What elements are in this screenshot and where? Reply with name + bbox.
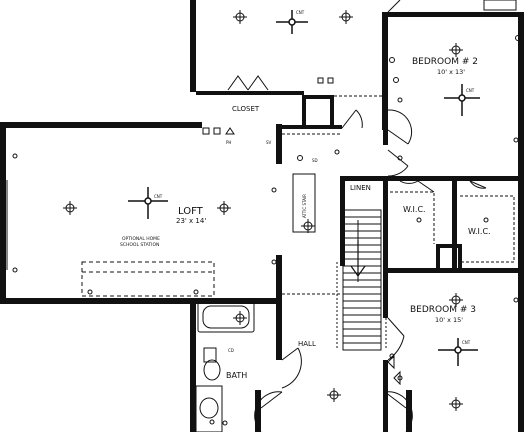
smoke-label: SD <box>312 158 318 163</box>
stair-treads <box>336 209 387 350</box>
bath-label: BATH <box>226 371 247 380</box>
doors <box>227 0 517 432</box>
fan-cnt-label-loft: CNT <box>154 194 163 199</box>
switch-sv-label: SV <box>266 140 272 145</box>
linen-label: LINEN <box>350 184 371 192</box>
hall-label: HALL <box>298 340 316 348</box>
cd-label: CD <box>228 348 234 353</box>
wic2-label: W.I.C. <box>468 227 491 236</box>
bath-fixtures <box>195 347 223 432</box>
light-fixture-icon <box>63 10 463 411</box>
fan-cnt-label-bedroom2: CNT <box>466 88 475 93</box>
switch-ph-label: PH <box>226 140 231 145</box>
outlet-icon <box>12 97 519 426</box>
loft-dims: 23' x 14' <box>176 217 206 225</box>
school-station-line2: SCHOOL STATION <box>120 242 159 248</box>
wic1-label: W.I.C. <box>403 205 426 214</box>
closet-label: CLOSET <box>232 105 260 113</box>
bedroom2-dims: 10' x 13' <box>437 68 465 76</box>
school-station-line1: OPTIONAL HOME <box>122 236 160 242</box>
loft-name: LOFT <box>178 206 204 217</box>
bedroom3-name: BEDROOM # 3 <box>410 305 476 315</box>
ceiling-fan-icon <box>128 10 480 366</box>
bedroom2-name: BEDROOM # 2 <box>412 57 478 67</box>
stair-arrow <box>350 240 366 278</box>
bedroom3-dims: 10' x 15' <box>435 316 463 324</box>
attic-stair-label: ATTIC STAIR <box>302 194 307 218</box>
fan-cnt-label-bedroom3: CNT <box>462 340 471 345</box>
labels: BEDROOM # 2 10' x 13' BEDROOM # 3 10' x … <box>120 10 491 380</box>
fan-cnt-label-top: CNT <box>296 10 305 15</box>
switch-icon <box>202 35 521 386</box>
